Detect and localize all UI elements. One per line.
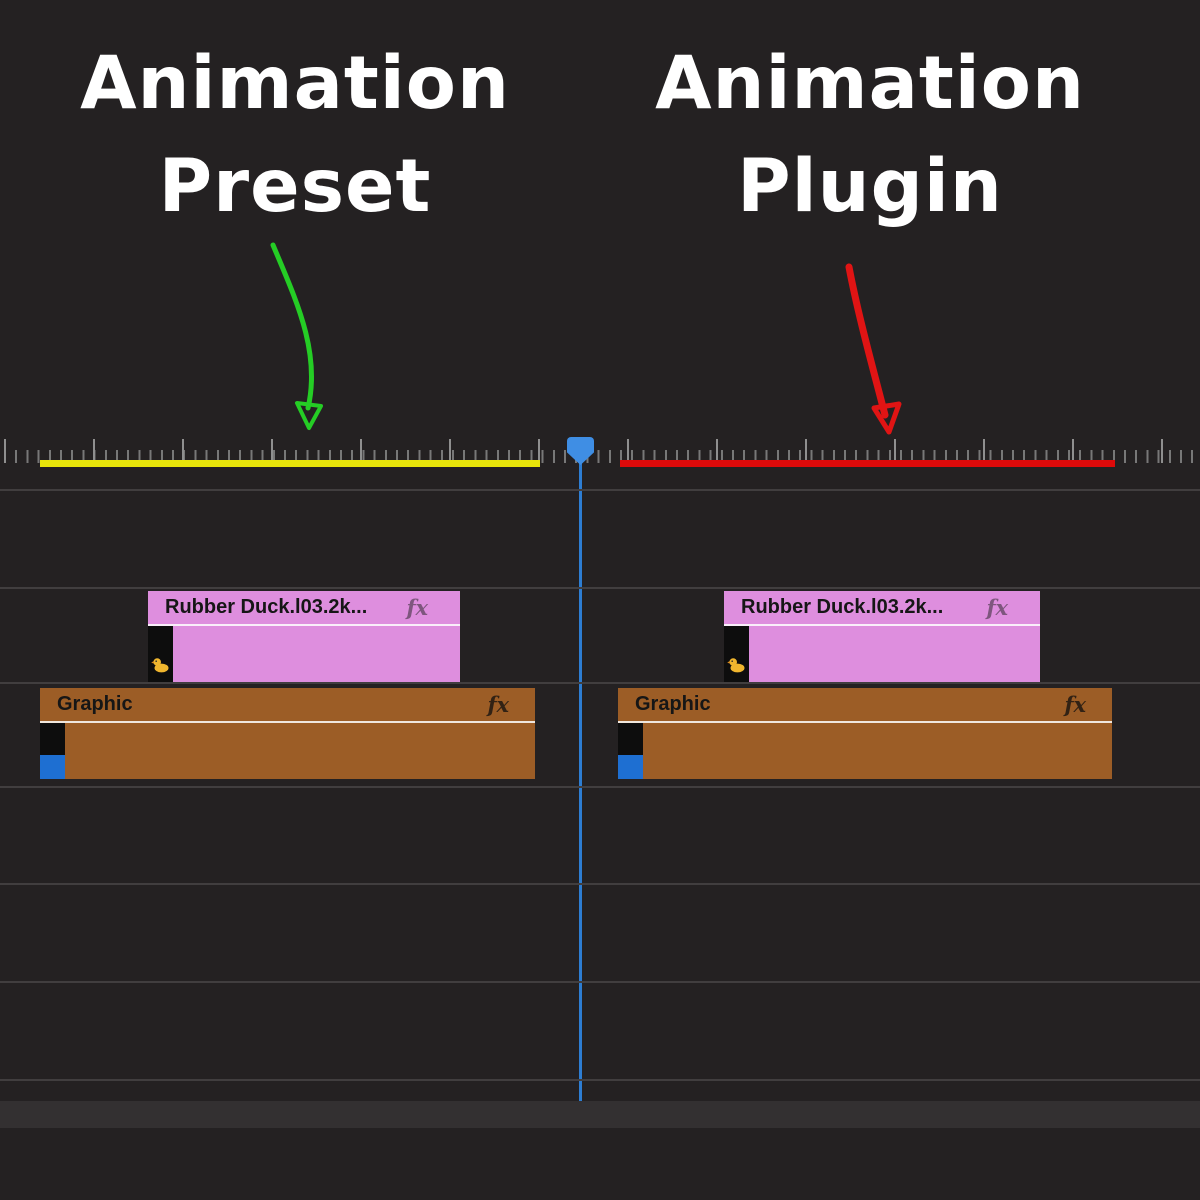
clip-body [40,723,535,779]
green-arrow [270,242,315,411]
clip-graphic-left[interactable]: Graphic fx [40,688,535,779]
clip-rubber-duck-right[interactable]: Rubber Duck.l03.2k... fx [724,591,1040,682]
red-arrow [845,263,889,419]
clip-fill [173,626,460,682]
fx-badge[interactable]: fx [487,692,509,717]
clip-fill [749,626,1040,682]
yellow-range-marker[interactable] [40,460,540,467]
track-separator [0,587,1200,589]
duck-icon [151,658,169,673]
clip-body [724,626,1040,682]
fx-badge[interactable]: fx [986,595,1008,620]
clip-label: Rubber Duck.l03.2k... [165,596,368,618]
frame-thumbnail [40,755,65,779]
clip-label: Rubber Duck.l03.2k... [741,596,944,618]
annotation-plugin-line1: Animation [655,41,1085,126]
clip-thumbnail [724,626,749,682]
clip-title-bar: Rubber Duck.l03.2k... fx [724,591,1040,626]
clip-title-bar: Graphic fx [40,688,535,723]
clip-label: Graphic [635,693,711,715]
clip-title-bar: Graphic fx [618,688,1112,723]
track-separator [0,682,1200,684]
clip-thumbnail [148,626,173,682]
clip-body [148,626,460,682]
annotation-plugin-title: Animation Plugin [600,32,1140,238]
timeline-bottom-band [0,1101,1200,1128]
clip-thumbnail [618,723,643,779]
clip-graphic-right[interactable]: Graphic fx [618,688,1112,779]
annotation-preset-line2: Preset [158,144,432,229]
clip-thumbnail [40,723,65,779]
fx-badge[interactable]: fx [406,595,428,620]
green-arrow-head [295,401,323,430]
red-arrow-head [871,401,902,435]
clip-body [618,723,1112,779]
clip-label: Graphic [57,693,133,715]
red-range-marker[interactable] [620,460,1115,467]
duck-icon [727,658,745,673]
timeline-ruler[interactable] [0,436,1200,463]
track-separator [0,489,1200,491]
track-separator [0,981,1200,983]
fx-badge[interactable]: fx [1064,692,1086,717]
clip-title-bar: Rubber Duck.l03.2k... fx [148,591,460,626]
clip-rubber-duck-left[interactable]: Rubber Duck.l03.2k... fx [148,591,460,682]
track-separator [0,883,1200,885]
track-separator [0,1079,1200,1081]
annotation-plugin-line2: Plugin [737,144,1003,229]
playhead-line [579,440,582,1114]
frame-thumbnail [618,755,643,779]
annotation-preset-title: Animation Preset [20,32,570,238]
clip-fill [65,723,535,779]
clip-fill [643,723,1112,779]
track-separator [0,786,1200,788]
annotation-preset-line1: Animation [80,41,510,126]
